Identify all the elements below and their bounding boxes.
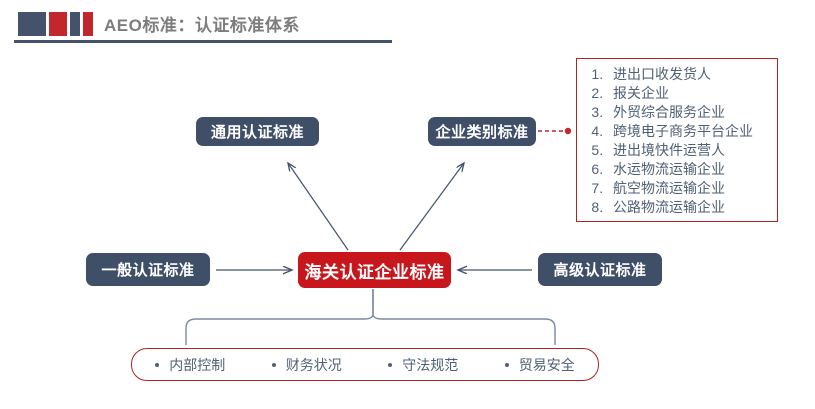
enterprise-category-list-panel: 进出口收发货人 报关企业 外贸综合服务企业 跨境电子商务平台企业 进出境快件运营… bbox=[576, 58, 778, 222]
node-advanced-certification[interactable]: 高级认证标准 bbox=[538, 253, 662, 286]
list-item: 水运物流运输企业 bbox=[607, 160, 777, 179]
list-item: 航空物流运输企业 bbox=[607, 179, 777, 198]
list-item: 报关企业 bbox=[607, 84, 777, 103]
page-title: AEO标准：认证标准体系 bbox=[104, 16, 300, 35]
criteria-item-financial-status: 财务状况 bbox=[271, 355, 342, 375]
header-bar-mark-2 bbox=[49, 12, 67, 36]
bullet-icon bbox=[388, 362, 393, 367]
list-item: 跨境电子商务平台企业 bbox=[607, 122, 777, 141]
bullet-icon bbox=[271, 362, 276, 367]
node-customs-certified-enterprise-standard[interactable]: 海关认证企业标准 bbox=[298, 252, 451, 288]
criteria-label: 贸易安全 bbox=[518, 356, 575, 373]
criteria-label: 守法规范 bbox=[402, 356, 459, 373]
enterprise-category-list: 进出口收发货人 报关企业 外贸综合服务企业 跨境电子商务平台企业 进出境快件运营… bbox=[577, 65, 777, 217]
header-bar-mark-3 bbox=[70, 12, 80, 36]
criteria-item-internal-control: 内部控制 bbox=[155, 355, 225, 375]
criteria-label: 财务状况 bbox=[285, 356, 342, 373]
list-item: 外贸综合服务企业 bbox=[607, 103, 777, 122]
criteria-item-trade-security: 贸易安全 bbox=[504, 355, 575, 375]
slide-header: AEO标准：认证标准体系 bbox=[0, 0, 815, 48]
list-item: 进出口收发货人 bbox=[607, 65, 777, 84]
bullet-icon bbox=[504, 362, 509, 367]
node-general-standard[interactable]: 通用认证标准 bbox=[196, 117, 319, 146]
criteria-box: 内部控制 财务状况 守法规范 贸易安全 bbox=[131, 348, 599, 381]
node-basic-certification[interactable]: 一般认证标准 bbox=[86, 253, 210, 286]
curly-brace bbox=[185, 313, 556, 345]
arrow-center-to-general bbox=[288, 163, 349, 251]
list-item: 进出境快件运营人 bbox=[607, 141, 777, 160]
header-divider bbox=[14, 40, 392, 43]
list-item: 公路物流运输企业 bbox=[607, 198, 777, 217]
header-bar-mark-1 bbox=[18, 12, 46, 36]
bullet-icon bbox=[155, 362, 160, 367]
dashed-callout-dot bbox=[564, 127, 572, 135]
criteria-item-legal-compliance: 守法规范 bbox=[388, 355, 458, 375]
header-bar-mark-4 bbox=[83, 12, 93, 36]
criteria-label: 内部控制 bbox=[169, 356, 226, 373]
arrow-center-to-category bbox=[399, 163, 464, 251]
node-category-standard[interactable]: 企业类别标准 bbox=[428, 117, 536, 146]
